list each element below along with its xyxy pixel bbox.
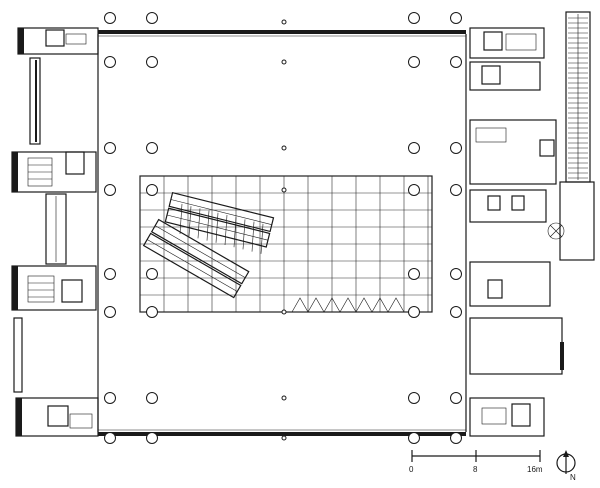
scale-tick-16: 16m [527,465,543,474]
skylight-edge [291,297,405,313]
north-label: N [570,473,576,482]
scale-tick-8: 8 [473,465,478,474]
right-service-cores [469,27,564,437]
left-service-cores [11,27,99,437]
main-hall [97,30,467,436]
east-stair [547,11,595,261]
central-atrium-grid [139,175,433,313]
scale-bar: 0 8 16m [409,450,543,474]
structural-columns [104,12,462,444]
escalator-bank [142,191,275,299]
north-arrow-icon: N [556,450,576,482]
scale-tick-0: 0 [409,465,414,474]
